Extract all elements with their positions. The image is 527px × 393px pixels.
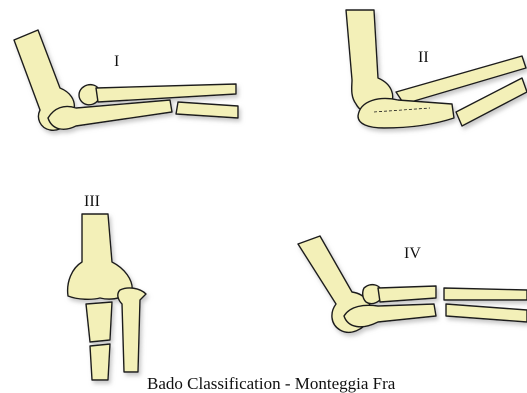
type-4-radius-proximal bbox=[378, 286, 436, 302]
type-3-illustration bbox=[68, 214, 146, 380]
type-3-humerus bbox=[68, 214, 133, 299]
type-1-ulna-distal bbox=[176, 102, 238, 118]
figure-caption: Bado Classification - Monteggia Fra bbox=[147, 374, 396, 393]
type-1-label: I bbox=[114, 53, 119, 70]
type-3-radius bbox=[118, 288, 146, 372]
type-2-illustration bbox=[346, 10, 527, 128]
type-3-ulna-distal bbox=[90, 344, 110, 380]
type-2-humerus bbox=[346, 10, 393, 113]
type-3-ulna-proximal bbox=[86, 302, 112, 342]
type-1-illustration bbox=[14, 30, 238, 130]
type-2-label: II bbox=[418, 49, 429, 66]
type-1-radius bbox=[96, 84, 236, 102]
type-4-radius-distal bbox=[444, 288, 527, 300]
type-4-label: IV bbox=[404, 245, 421, 262]
type-2-ulna-proximal bbox=[358, 99, 454, 128]
type-4-ulna-proximal bbox=[344, 304, 436, 327]
type-3-label: III bbox=[84, 193, 100, 210]
type-4-ulna-distal bbox=[446, 304, 527, 322]
